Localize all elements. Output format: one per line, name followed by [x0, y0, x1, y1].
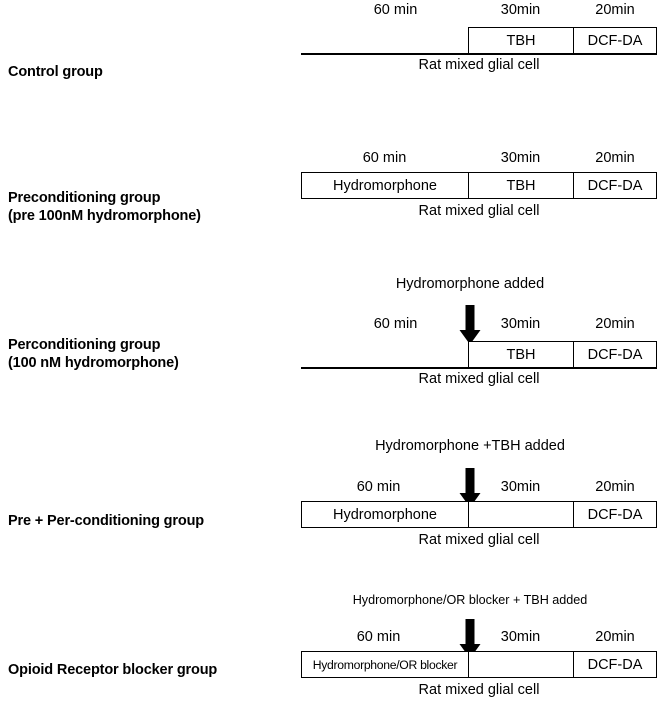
phase-box-dcf-da: DCF-DA [573, 27, 657, 54]
duration-label-60min: 60 min [362, 150, 407, 166]
phase-box-tbh: TBH [468, 172, 574, 199]
phase-box-tbh: TBH [468, 341, 574, 368]
down-arrow-icon [458, 305, 482, 345]
duration-label-60min: 60 min [373, 316, 418, 332]
phase-boxes-preconditioning: Hydromorphone TBH DCF-DA [301, 172, 657, 199]
group-label-preconditioning: Preconditioning group (pre 100nM hydromo… [8, 190, 201, 224]
duration-label-30min: 30min [500, 479, 541, 495]
phase-box-hydromorphone-or-blocker: Hydromorphone/OR blocker [301, 651, 469, 678]
duration-labels-opioid-receptor-blocker: 60 min 30min 20min [301, 627, 657, 648]
timeline-caption-preconditioning: Rat mixed glial cell [418, 203, 540, 219]
timeline-row-opioid-receptor-blocker: Opioid Receptor blocker group Hydromorph… [0, 571, 661, 723]
phase-box-hydromorphone: Hydromorphone [301, 501, 469, 528]
duration-label-20min: 20min [595, 316, 635, 332]
duration-label-30min: 30min [500, 2, 541, 18]
group-label-opioid-receptor-blocker: Opioid Receptor blocker group [8, 662, 218, 678]
duration-labels-pre-per-conditioning: 60 min 30min 20min [301, 477, 657, 498]
duration-labels-control: 60 min 30min 20min [301, 0, 657, 21]
phase-box-label: DCF-DA [587, 506, 643, 523]
annotation-hydromorphone-tbh-added: Hydromorphone +TBH added [375, 438, 565, 454]
phase-box-label: DCF-DA [587, 32, 643, 49]
phase-box-label: DCF-DA [587, 346, 643, 363]
group-label-pre-per-conditioning: Pre + Per-conditioning group [8, 513, 204, 529]
phase-box-dcf-da: DCF-DA [573, 651, 657, 678]
group-label-perconditioning: Perconditioning group (100 nM hydromorph… [8, 337, 179, 371]
duration-label-20min: 20min [595, 150, 635, 166]
duration-label-30min: 30min [500, 316, 541, 332]
duration-label-20min: 20min [595, 629, 635, 645]
phase-box-label: DCF-DA [587, 177, 643, 194]
duration-labels-preconditioning: 60 min 30min 20min [301, 148, 657, 169]
phase-box-label: TBH [506, 346, 536, 363]
down-arrow-icon [458, 619, 482, 659]
timeline-caption-perconditioning: Rat mixed glial cell [418, 371, 540, 387]
phase-box-dcf-da: DCF-DA [573, 501, 657, 528]
timeline-caption-opioid-receptor-blocker: Rat mixed glial cell [418, 682, 540, 698]
phase-box-tbh: TBH [468, 27, 574, 54]
duration-label-60min: 60 min [356, 479, 401, 495]
annotation-hydromorphone-added: Hydromorphone added [395, 276, 545, 292]
duration-labels-perconditioning: 60 min 30min 20min [301, 314, 657, 335]
phase-box-hydromorphone: Hydromorphone [301, 172, 469, 199]
phase-box-label: TBH [506, 32, 536, 49]
timeline-baseline-perconditioning [301, 367, 657, 369]
phase-boxes-opioid-receptor-blocker: Hydromorphone/OR blocker DCF-DA [301, 651, 657, 678]
phase-boxes-pre-per-conditioning: Hydromorphone DCF-DA [301, 501, 657, 528]
timeline-row-preconditioning: Preconditioning group (pre 100nM hydromo… [0, 144, 661, 269]
timeline-baseline-control [301, 53, 657, 55]
duration-label-60min: 60 min [356, 629, 401, 645]
phase-box-label: Hydromorphone/OR blocker [312, 657, 458, 672]
duration-label-20min: 20min [595, 479, 635, 495]
timeline-row-control: Control group 60 min 30min 20min TBH DCF… [0, 0, 661, 144]
phase-boxes-control: TBH DCF-DA [301, 27, 657, 54]
phase-box-empty [468, 501, 574, 528]
group-label-control: Control group [8, 64, 103, 80]
duration-label-20min: 20min [595, 2, 635, 18]
phase-box-dcf-da: DCF-DA [573, 172, 657, 199]
phase-box-dcf-da: DCF-DA [573, 341, 657, 368]
duration-label-60min: 60 min [373, 2, 418, 18]
timeline-row-pre-per-conditioning: Pre + Per-conditioning group Hydromorpho… [0, 424, 661, 571]
phase-box-label: DCF-DA [587, 656, 643, 673]
phase-box-label: Hydromorphone [333, 177, 437, 194]
timeline-caption-control: Rat mixed glial cell [418, 57, 540, 73]
phase-boxes-perconditioning: TBH DCF-DA [301, 341, 657, 368]
phase-box-label: TBH [506, 177, 536, 194]
annotation-hydromorphone-or-blocker-tbh-added: Hydromorphone/OR blocker + TBH added [352, 593, 588, 607]
down-arrow-icon [458, 468, 482, 508]
phase-box-label: Hydromorphone [333, 506, 437, 523]
timeline-caption-pre-per-conditioning: Rat mixed glial cell [418, 532, 540, 548]
timeline-row-perconditioning: Perconditioning group (100 nM hydromorph… [0, 269, 661, 424]
duration-label-30min: 30min [500, 629, 541, 645]
phase-box-empty [468, 651, 574, 678]
duration-label-30min: 30min [500, 150, 541, 166]
